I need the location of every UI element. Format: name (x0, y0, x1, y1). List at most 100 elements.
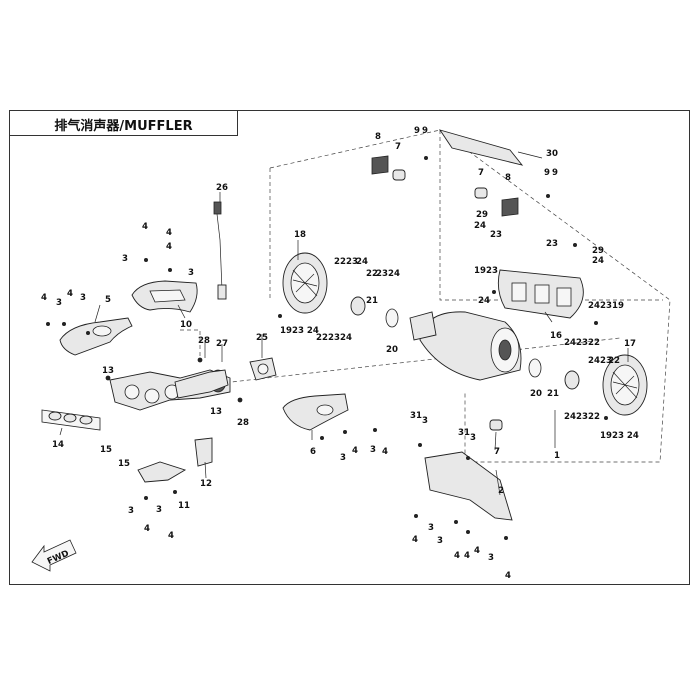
callout-192324-left: 1923 24 (280, 326, 319, 336)
callout-31-b: 31 (458, 428, 470, 438)
oxygen-sensor (213, 201, 227, 300)
callout-16: 16 (550, 331, 562, 341)
callout-23-g: 23 (576, 412, 588, 422)
callout-23-a: 23 (490, 230, 502, 240)
callout-30: 30 (546, 149, 558, 159)
callout-29-b: 29 (592, 246, 604, 256)
callout-1: 1 (554, 451, 560, 461)
callout-9-d: 9 (552, 168, 558, 178)
callout-4-h: 4 (412, 535, 418, 545)
lower-heat-shield (137, 461, 187, 483)
bracket-right (501, 197, 519, 217)
muffler-heat-shield (497, 269, 584, 319)
callout-4-k: 4 (474, 546, 480, 556)
fwd-arrow-icon: FWD (31, 539, 77, 572)
rubber-mount-right (474, 187, 488, 199)
callout-20-right: 20 (530, 389, 542, 399)
rubber-mount-bottom (489, 419, 503, 431)
callout-15-b: 15 (118, 459, 130, 469)
callout-24-a: 24 (474, 221, 486, 231)
callout-22-f: 22 (316, 333, 328, 343)
muffler-body (409, 311, 522, 381)
callout-4-l: 4 (505, 571, 511, 581)
callout-4-a: 4 (41, 293, 47, 303)
callout-23-b: 23 (546, 239, 558, 249)
callout-25: 25 (256, 333, 268, 343)
callout-13-right: 13 (210, 407, 222, 417)
callout-3-f: 3 (370, 445, 376, 455)
callout-29-a: 29 (476, 210, 488, 220)
callout-15-a: 15 (100, 445, 112, 455)
callout-22-c: 22 (588, 412, 600, 422)
callout-24-d: 24 (588, 301, 600, 311)
callout-19-b: 19 (612, 301, 624, 311)
callout-24-c: 24 (478, 296, 490, 306)
callout-23-c: 23 (486, 266, 498, 276)
callout-3-k: 3 (488, 553, 494, 563)
callout-8-top: 8 (375, 132, 381, 142)
callout-3-c: 3 (122, 254, 128, 264)
callout-10: 10 (180, 320, 192, 330)
callout-31-a: 31 (410, 411, 422, 421)
callout-5: 5 (105, 295, 111, 305)
callout-23-j: 23 (328, 333, 340, 343)
callout-20-left: 20 (386, 345, 398, 355)
callout-4-m: 4 (144, 524, 150, 534)
callout-3-e: 3 (340, 453, 346, 463)
callout-24-b: 24 (592, 256, 604, 266)
leader-lines (59, 151, 629, 496)
front-exhaust-pipe (174, 369, 229, 399)
callout-8-right: 8 (505, 173, 511, 183)
top-muffler-shield (438, 129, 524, 166)
callout-24-j: 24 (340, 333, 352, 343)
left-axis-line (180, 329, 201, 360)
callout-24-e: 24 (564, 338, 576, 348)
title-box: 排气消声器/MUFFLER (9, 110, 238, 136)
callout-13-left: 13 (102, 366, 114, 376)
manifold-bracket (194, 437, 213, 467)
callout-12: 12 (200, 479, 212, 489)
callout-24-h: 24 (356, 257, 368, 267)
callout-9-c: 9 (544, 168, 550, 178)
callout-4-n: 4 (168, 531, 174, 541)
callout-26: 26 (216, 183, 228, 193)
callout-21-right: 21 (547, 389, 559, 399)
callout-3-a: 3 (56, 298, 62, 308)
callout-4-c: 4 (142, 222, 148, 232)
callout-23-h: 23 (346, 257, 358, 267)
callout-4-d: 4 (166, 228, 172, 238)
left-tail-pipe (350, 296, 366, 316)
callout-28-bottom: 28 (237, 418, 249, 428)
fasteners (46, 156, 608, 540)
manifold-gasket (41, 409, 101, 431)
right-spark-arrestor (602, 354, 648, 416)
callout-18: 18 (294, 230, 306, 240)
callout-27: 27 (216, 339, 228, 349)
bracket-top (371, 155, 389, 175)
callout-14: 14 (52, 440, 64, 450)
callout-6: 6 (310, 447, 316, 457)
callout-9-a: 9 (414, 126, 420, 136)
callout-4-j: 4 (464, 551, 470, 561)
right-gasket (528, 358, 542, 378)
rubber-mount-top (392, 169, 406, 181)
callout-4-g: 4 (382, 447, 388, 457)
callout-192324-right: 1923 24 (600, 431, 639, 441)
callout-3-m: 3 (156, 505, 162, 515)
callout-3-g: 3 (422, 416, 428, 426)
callout-7-right: 7 (478, 168, 484, 178)
callout-22-a: 22 (588, 338, 600, 348)
right-tail-pipe (564, 370, 580, 390)
callout-7-top: 7 (395, 142, 401, 152)
callout-11: 11 (178, 501, 190, 511)
left-heat-shield (59, 317, 133, 356)
callout-4-e: 4 (166, 242, 172, 252)
callout-23-e: 23 (576, 338, 588, 348)
callout-9-b: 9 (422, 126, 428, 136)
callout-24-g: 24 (564, 412, 576, 422)
middle-heat-shield (282, 393, 349, 431)
callout-4-b: 4 (67, 289, 73, 299)
callout-23-f: 23 (600, 356, 612, 366)
callout-4-i: 4 (454, 551, 460, 561)
